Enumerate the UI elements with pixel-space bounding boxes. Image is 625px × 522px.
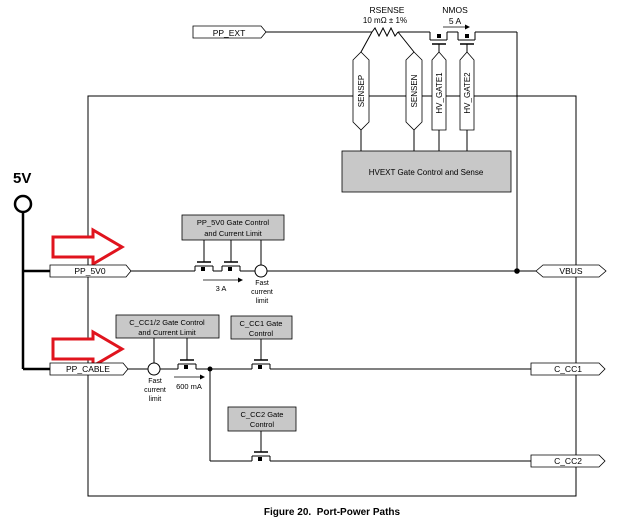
pin-vbus (535, 264, 607, 278)
cc-gate-control-line1: C_CC1/2 Gate Control (129, 318, 205, 327)
nmos-title: NMOS (442, 5, 468, 15)
figure-caption: Figure 20. Port-Power Paths (264, 507, 401, 518)
pp-5v0-body-icon (228, 267, 232, 271)
cc2-body-icon (258, 457, 262, 461)
current-label-1: current (251, 289, 273, 296)
pp-cable-current-label: 600 mA (176, 382, 202, 391)
sensen-tap-wire (397, 31, 415, 53)
hv-gate1-label: HV_GATE1 (435, 72, 444, 114)
pin-pp-5v0 (49, 264, 132, 278)
pp-5v0-gate-control-line2: and Current Limit (204, 229, 262, 238)
cc2-gate-control-line1: C_CC2 Gate (241, 410, 284, 419)
cc-gate-control-block (115, 314, 220, 339)
pp-5v0-current-sense-icon (254, 264, 268, 278)
pp-5v0-gate-control-line1: PP_5V0 Gate Control (197, 218, 269, 227)
hvext-block (341, 150, 512, 193)
red-arrow-icon (51, 329, 125, 369)
current-label-2: current (144, 387, 166, 394)
cc1-gate-control-line1: C_CC1 Gate (240, 319, 283, 328)
rsense-title: RSENSE (370, 5, 405, 15)
nmos-body-icon (437, 34, 441, 38)
supply-terminal-icon (13, 194, 33, 214)
pp-5v0-current-arrowhead-icon (238, 277, 243, 283)
pp-cable-current-arrowhead-icon (200, 374, 205, 380)
pp-5v0-gate-control-block (181, 214, 285, 241)
pp-cable-switch-icon (177, 338, 197, 369)
pp-5v0-switch-icon (194, 240, 255, 272)
pp-5v0-body-icon (201, 267, 205, 271)
cc1-body-icon (258, 365, 262, 369)
cc1-gate-control-line2: Control (249, 329, 274, 338)
sensen-label: SENSEN (410, 74, 419, 107)
fast-label-2: Fast (148, 378, 162, 385)
supply-voltage-label: 5V (13, 170, 31, 187)
hv-gate2-label: HV_GATE2 (463, 72, 472, 114)
cc1-switch-icon (251, 339, 271, 369)
nmos-pair-icon (429, 31, 517, 45)
hvext-block-label: HVEXT Gate Control and Sense (369, 168, 484, 177)
cc-gate-control-line2: and Current Limit (138, 328, 196, 337)
cc2-switch-icon (251, 431, 271, 461)
red-arrow-icon (51, 227, 125, 267)
fast-label-1: Fast (255, 280, 269, 287)
pin-c-cc2 (530, 454, 606, 468)
rsense-value: 10 mΩ ± 1% (363, 16, 407, 25)
pin-pp-ext (192, 25, 267, 39)
nmos-current: 5 A (449, 16, 462, 26)
pp-cable-body-icon (184, 365, 188, 369)
sensep-tap-wire (360, 31, 373, 53)
sensep-label: SENSEP (357, 75, 366, 107)
cc2-gate-control-block (227, 406, 297, 432)
pin-c-cc1-label: C_CC1 (554, 364, 582, 374)
vbus-junction-icon (514, 268, 520, 274)
pin-pp-cable-label: PP_CABLE (66, 364, 110, 374)
pin-pp-5v0-label: PP_5V0 (74, 266, 105, 276)
hvext-connections (360, 130, 468, 151)
cc2-gate-control-line2: Control (250, 420, 275, 429)
rsense-resistor-icon (371, 26, 399, 38)
pin-pp-cable (49, 362, 129, 376)
limit-label-1: limit (256, 298, 268, 305)
limit-label-2: limit (149, 396, 161, 403)
nmos-current-arrowhead-icon (465, 24, 470, 30)
pin-vbus-label: VBUS (559, 266, 582, 276)
pin-pp-ext-label: PP_EXT (213, 28, 246, 38)
pp-5v0-current-label: 3 A (216, 284, 227, 293)
pin-c-cc2-label: C_CC2 (554, 456, 582, 466)
pin-c-cc1 (530, 362, 606, 376)
device-boundary (87, 95, 577, 497)
nmos-body-icon (465, 34, 469, 38)
pp-cable-current-sense-icon (147, 362, 161, 376)
